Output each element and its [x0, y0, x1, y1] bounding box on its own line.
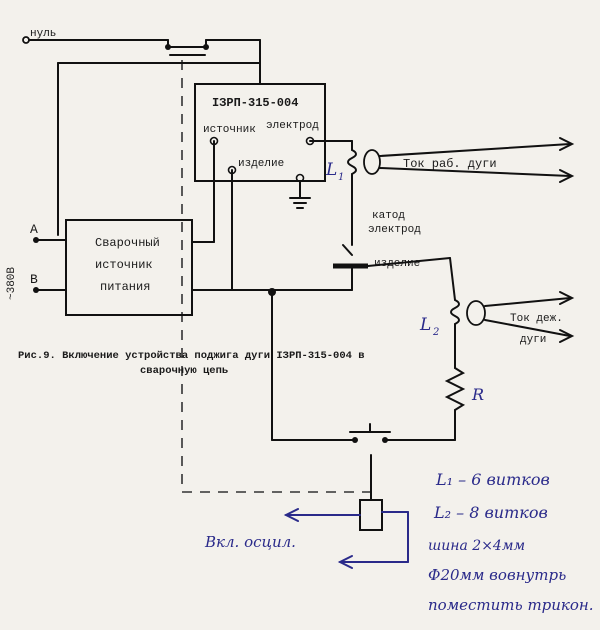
L2-label: L — [419, 315, 431, 335]
note-bus: шина 2×4мм — [428, 538, 525, 554]
note-placement: поместить трикон. — [428, 596, 594, 614]
wire-to-L2 — [367, 257, 451, 267]
welding-power-supply — [65, 219, 193, 316]
cathode-label-2: электрод — [368, 224, 421, 236]
duty-current-label-1: Ток деж. — [510, 313, 563, 325]
L2-sensor-ring — [466, 300, 486, 326]
ground-symbol — [289, 181, 311, 209]
duty-current-label-2: дуги — [520, 334, 546, 346]
arc-current-label: Ток раб. дуги — [403, 157, 497, 171]
device-terminal-source: источник — [203, 124, 256, 136]
arc-current-lead-bottom — [379, 167, 571, 177]
phase-B-label: B — [30, 272, 38, 287]
arrow-right-bottom — [559, 169, 575, 183]
note-L2: L₂ – 8 витков — [433, 503, 548, 522]
relay-contact — [349, 423, 391, 443]
resistor-label: R — [471, 385, 484, 404]
figure-caption-1: Рис.9. Включение устройства поджига дуги… — [18, 350, 365, 362]
cathode-label: катод — [372, 210, 405, 222]
relay-coil — [359, 499, 383, 531]
note-L1: L₁ – 6 витков — [435, 470, 550, 489]
L1-label: L — [325, 160, 337, 180]
phase-A-label: A — [30, 222, 38, 237]
note-diameter: Ф20мм вовнутрь — [428, 566, 566, 584]
arc-current-lead-top — [379, 143, 571, 157]
L1-sub: 1 — [338, 172, 344, 183]
null-line — [22, 36, 261, 56]
electrode-tip — [342, 244, 353, 256]
psu-label-2: источник — [95, 258, 153, 272]
device-terminal-work: изделие — [238, 158, 284, 170]
L1-sensor-ring — [363, 149, 381, 175]
L2-coil — [450, 299, 460, 325]
device-terminal-electrode: электрод — [266, 120, 319, 132]
figure-caption-2: сварочную цепь — [140, 365, 228, 377]
oscillator-label: Вкл. осцил. — [204, 533, 296, 551]
psu-label-3: питания — [100, 280, 150, 294]
L1-coil — [347, 149, 357, 175]
arrow-right-top — [559, 137, 575, 151]
winding-notes: L₁ – 6 витков L₂ – 8 витков шина 2×4мм Ф… — [428, 470, 594, 614]
null-label: нуль — [30, 28, 56, 40]
device-label: ІЗРП-315-004 — [212, 96, 298, 110]
duty-lead-bottom — [484, 319, 571, 337]
resistor-R — [444, 367, 466, 411]
duty-lead-top — [484, 297, 571, 307]
L2-sub: 2 — [432, 327, 439, 338]
voltage-label: ~380В — [6, 267, 18, 300]
psu-label-1: Сварочный — [95, 236, 160, 250]
